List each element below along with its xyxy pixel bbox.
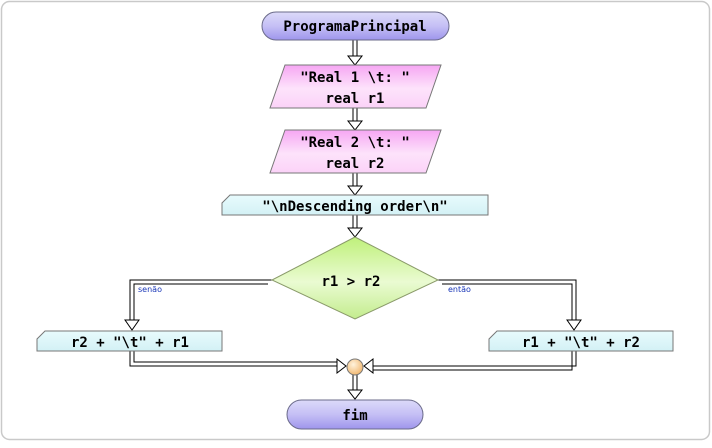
read-r1-prompt: "Real 1 \t: "	[300, 70, 410, 86]
write-false-block[interactable]: r2 + "\t" + r1	[36, 330, 223, 352]
merge-connector[interactable]	[346, 358, 364, 376]
read-r2-var: real r2	[325, 156, 384, 172]
end-label: fim	[342, 408, 367, 424]
decision-diamond[interactable]: r1 > r2	[270, 236, 440, 320]
read-r2-block[interactable]: "Real 2 \t: " real r2	[269, 129, 442, 174]
decision-condition: r1 > r2	[321, 274, 380, 290]
write-true-block[interactable]: r1 + "\t" + r2	[488, 330, 674, 352]
write-false-text: r2 + "\t" + r1	[71, 335, 189, 351]
start-terminal[interactable]: ProgramaPrincipal	[261, 11, 450, 41]
start-label: ProgramaPrincipal	[283, 19, 426, 35]
write-true-text: r1 + "\t" + r2	[522, 335, 640, 351]
write-header-block[interactable]: "\nDescending order\n"	[221, 194, 489, 216]
arrow-heads	[124, 55, 582, 400]
read-r1-block[interactable]: "Real 1 \t: " real r1	[269, 64, 442, 109]
false-branch-label: senão	[138, 285, 162, 294]
read-r1-var: real r1	[325, 91, 384, 107]
true-branch-label: então	[448, 285, 471, 294]
end-terminal[interactable]: fim	[286, 399, 424, 430]
read-r2-prompt: "Real 2 \t: "	[300, 135, 410, 151]
write-header-text: "\nDescending order\n"	[262, 199, 447, 215]
flow-lines	[129, 40, 577, 390]
